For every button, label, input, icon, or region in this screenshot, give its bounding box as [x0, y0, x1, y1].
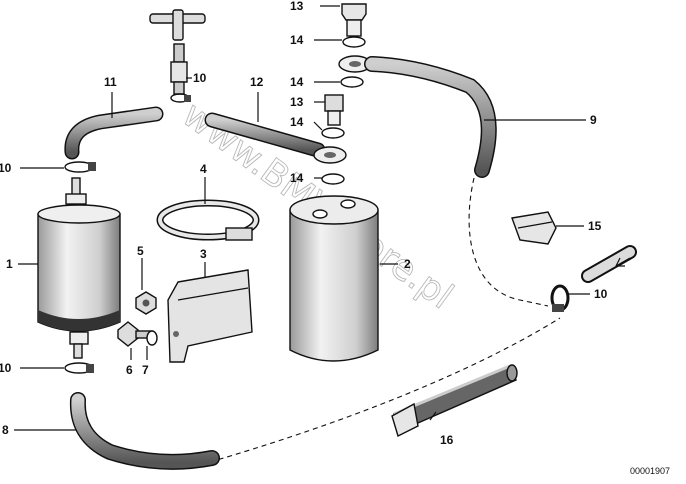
fuel-canister — [289, 195, 379, 362]
callout-9: 9 — [590, 113, 597, 127]
hose-clamp-upper-left — [64, 161, 96, 173]
flow-arrow — [615, 257, 631, 267]
callout-2: 2 — [404, 257, 411, 271]
sealing-ring-top — [342, 36, 366, 48]
callout-15: 15 — [588, 219, 602, 233]
callout-3: 3 — [200, 247, 207, 261]
banjo-bolt-middle — [324, 94, 344, 126]
callout-1: 1 — [6, 257, 13, 271]
hose-clip — [511, 211, 557, 245]
bracket — [167, 269, 253, 363]
callout-14-b: 14 — [290, 75, 304, 89]
leader-lines — [14, 5, 590, 431]
callout-12: 12 — [250, 75, 264, 89]
t-connector — [149, 9, 206, 95]
callout-5: 5 — [137, 244, 144, 258]
banjo-fitting-middle — [313, 146, 347, 164]
callout-16: 16 — [440, 433, 454, 447]
reference-number: 00001907 — [630, 466, 670, 476]
hose-clamp-right — [550, 284, 570, 312]
bolt — [117, 321, 153, 347]
callout-10-right: 10 — [594, 287, 608, 301]
fuel-line-route-bottom — [209, 317, 561, 463]
fuel-line-route — [468, 177, 549, 307]
callout-14-a: 14 — [290, 33, 304, 47]
hex-nut — [135, 291, 157, 315]
callout-10-upper-left: 10 — [0, 161, 12, 175]
callout-14-c: 14 — [290, 115, 304, 129]
callout-13-middle: 13 — [290, 95, 304, 109]
callout-7: 7 — [142, 363, 149, 377]
callout-4: 4 — [200, 162, 207, 176]
banjo-bolt-top — [341, 3, 367, 37]
mounting-clamp-ring — [156, 199, 260, 241]
washer — [146, 330, 158, 346]
protective-sleeve — [391, 364, 518, 437]
hose-clamp-top — [170, 93, 191, 103]
hose-clamp-lower-left — [64, 362, 94, 374]
callout-6: 6 — [126, 363, 133, 377]
callout-13-top: 13 — [290, 0, 304, 13]
callout-10-top: 10 — [193, 71, 207, 85]
sealing-ring-middle — [321, 127, 345, 139]
callout-11: 11 — [104, 75, 117, 89]
sealing-ring-lower — [321, 173, 345, 185]
callout-14-d: 14 — [290, 171, 304, 185]
fuel-filter — [37, 177, 121, 359]
callout-10-lower-left: 10 — [0, 361, 12, 375]
callout-8: 8 — [2, 423, 9, 437]
banjo-fitting-top — [338, 55, 372, 73]
sealing-ring-top-lower — [340, 76, 364, 88]
